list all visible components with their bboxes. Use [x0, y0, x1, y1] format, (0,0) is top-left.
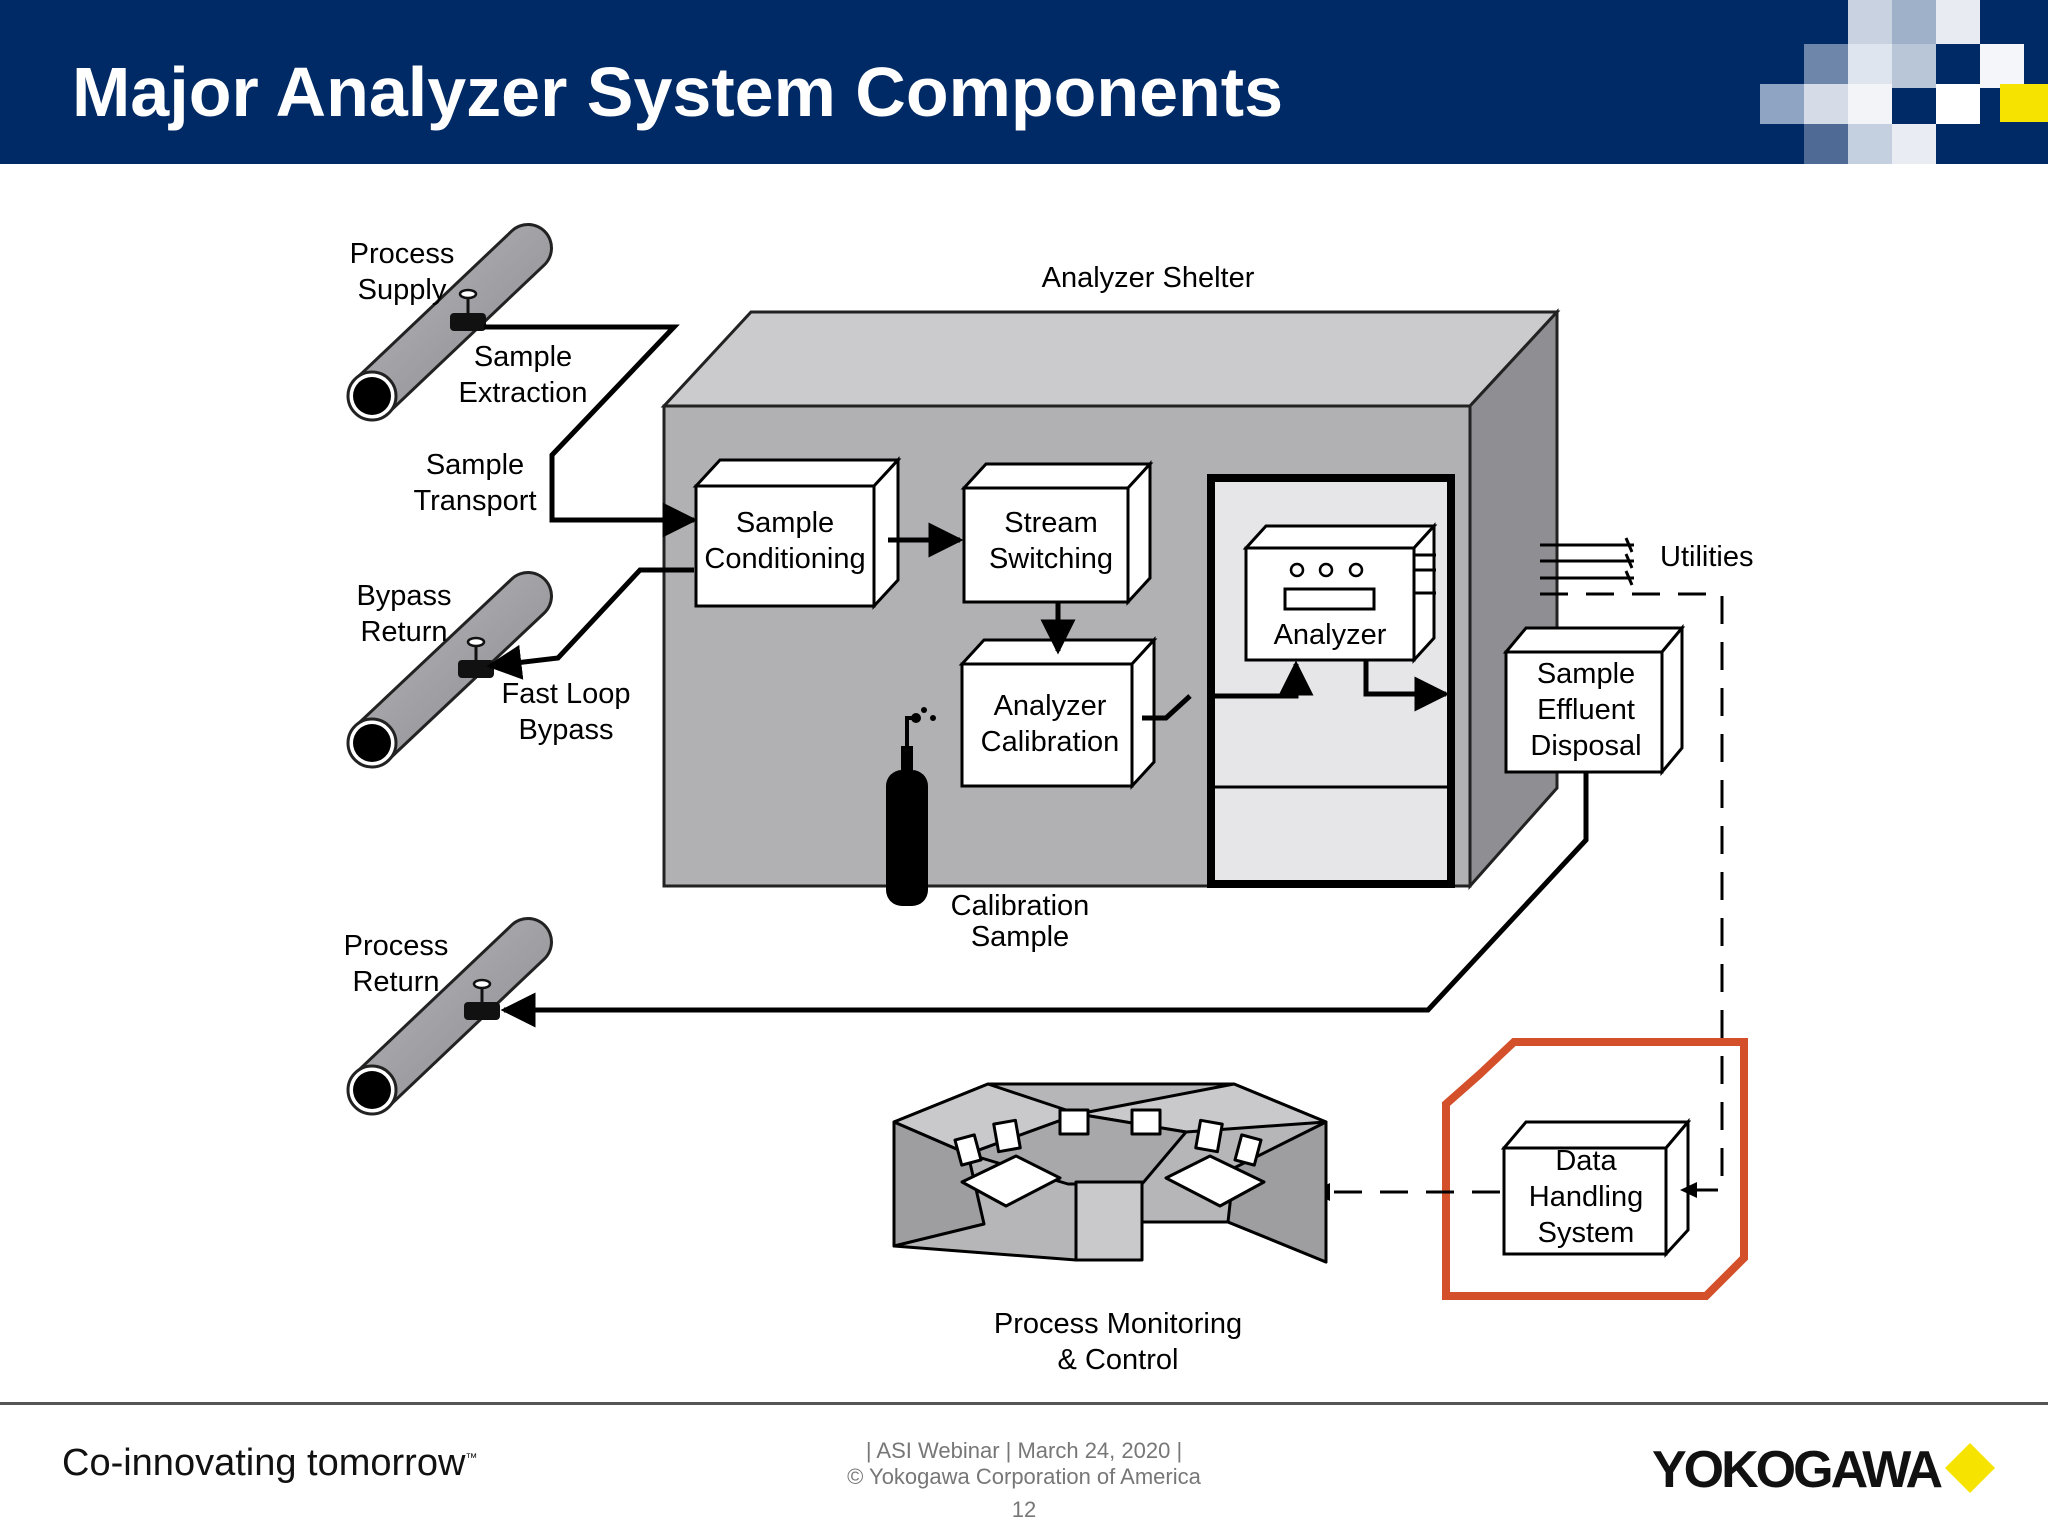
stream-switching-label-2: Switching	[989, 543, 1113, 575]
header-banner: Major Analyzer System Components	[0, 0, 2048, 164]
yokogawa-diamond-logo-icon	[1945, 1443, 1995, 1493]
footer-tagline: Co-innovating tomorrow™	[62, 1442, 477, 1485]
stream-switching-box: Stream Switching	[960, 460, 1154, 606]
sample-effluent-disposal-box: Sample Effluent Disposal	[1502, 623, 1686, 777]
bypass-valve-icon	[458, 636, 494, 678]
process-return-label-1: Process	[344, 930, 449, 962]
header-mosaic-decoration	[1760, 0, 2048, 164]
data-signal-dashed-lines	[1316, 592, 1724, 1194]
utilities-lines	[1414, 537, 1634, 595]
sample-extraction-label-1: Sample	[474, 341, 572, 373]
slide-title: Major Analyzer System Components	[72, 53, 1284, 131]
sample-conditioning-box: Sample Conditioning	[692, 456, 902, 610]
data-handling-label-1: Data	[1555, 1145, 1617, 1177]
analyzer-label: Analyzer	[1274, 619, 1387, 651]
sample-effluent-label-2: Effluent	[1537, 694, 1635, 726]
data-handling-label-2: Handling	[1529, 1181, 1643, 1213]
mosaic-yellow-square	[2000, 84, 2048, 122]
process-supply-label-1: Process	[350, 238, 455, 270]
bypass-return-label-2: Return	[360, 616, 447, 648]
tagline-text: Co-innovating tomorrow	[62, 1442, 466, 1484]
fast-loop-bypass-label-1: Fast Loop	[502, 678, 631, 710]
return-valve-icon	[464, 978, 500, 1020]
sample-transport-label-2: Transport	[413, 485, 536, 517]
sample-extraction-label-2: Extraction	[459, 377, 588, 409]
supply-valve-icon	[450, 288, 486, 331]
footer-copyright-line: © Yokogawa Corporation of America	[847, 1464, 1201, 1489]
bypass-return-label-1: Bypass	[356, 580, 451, 612]
footer-event-line: | ASI Webinar | March 24, 2020 |	[865, 1438, 1183, 1463]
sample-conditioning-label-1: Sample	[736, 507, 834, 539]
analyzer-calibration-label-2: Calibration	[981, 726, 1120, 758]
calibration-sample-label-2: Sample	[971, 921, 1069, 953]
process-return-pipe	[346, 917, 553, 1116]
sample-effluent-label-3: Disposal	[1530, 730, 1641, 762]
calibration-sample-label-1: Calibration	[951, 890, 1090, 922]
sample-effluent-label-1: Sample	[1537, 658, 1635, 690]
process-return-label-2: Return	[352, 966, 439, 998]
yokogawa-logo-text: YOKOGAWA	[1652, 1441, 1943, 1499]
stream-switching-label-1: Stream	[1004, 507, 1097, 539]
data-handling-arrowhead	[1680, 1182, 1697, 1198]
analyzer-calibration-label-1: Analyzer	[994, 690, 1107, 722]
data-handling-highlight-frame	[1442, 1038, 1748, 1300]
calibration-gas-cylinder-icon	[886, 707, 936, 906]
process-monitoring-label-2: & Control	[1058, 1344, 1179, 1376]
analyzer-calibration-box: Analyzer Calibration	[958, 636, 1158, 790]
bypass-return-pipe	[346, 571, 553, 769]
process-supply-label-2: Supply	[358, 274, 447, 306]
sample-conditioning-label-2: Conditioning	[704, 543, 865, 575]
analyzer-box: Analyzer	[1242, 522, 1438, 664]
data-handling-system-box: Data Handling System	[1500, 1117, 1692, 1258]
footer-page-number: 12	[1011, 1497, 1037, 1522]
control-console-icon	[892, 1082, 1328, 1264]
flow-lines	[484, 324, 1589, 1028]
fast-loop-bypass-label-2: Bypass	[518, 714, 613, 746]
utilities-label: Utilities	[1660, 541, 1753, 573]
process-monitoring-label-1: Process Monitoring	[994, 1308, 1242, 1340]
tagline-trademark: ™	[465, 1450, 478, 1465]
footer-divider	[0, 1402, 2048, 1405]
analyzer-shelter-label: Analyzer Shelter	[1042, 262, 1255, 294]
sample-transport-label-1: Sample	[426, 449, 524, 481]
data-handling-label-3: System	[1538, 1217, 1635, 1249]
analyzer-system-diagram: Sample Conditioning Stream Switching Ana…	[344, 223, 1753, 1376]
